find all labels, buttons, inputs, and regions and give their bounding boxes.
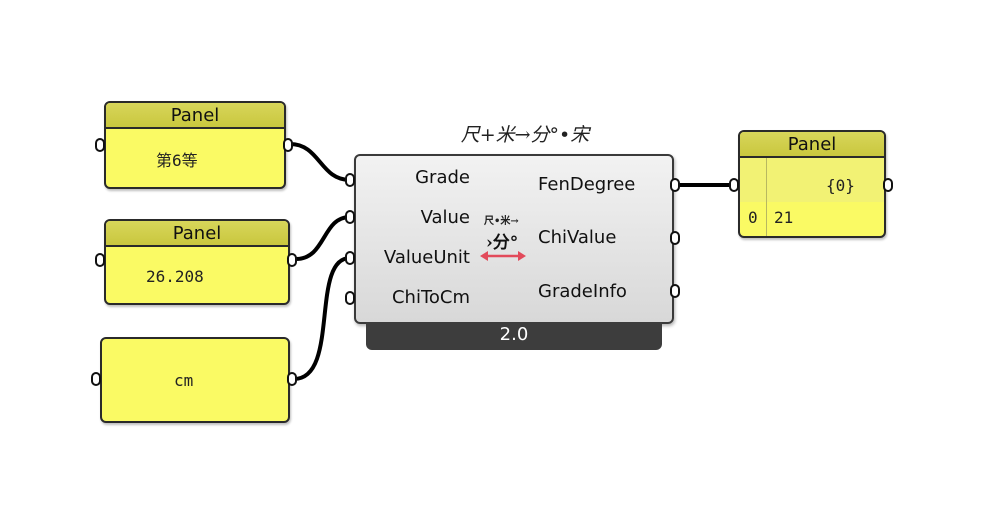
panel-text[interactable]: 第6等 [156,151,198,170]
panel-output-grip[interactable] [883,178,893,192]
panel-input-grip[interactable] [91,372,101,386]
input-port-value[interactable]: Value [420,207,470,228]
input-port-chitocm[interactable]: ChiToCm [391,287,470,308]
panel-header: Panel [740,132,884,158]
component-icon: 尺•米→ ›分° [478,212,530,266]
index-column-divider [766,158,767,236]
input-grip-value[interactable] [345,210,355,224]
input-port-valueunit[interactable]: ValueUnit [383,247,470,268]
output-port-chivalue[interactable]: ChiValue [538,227,617,248]
icon-text-top: 尺•米→ [484,216,519,227]
item-index: 0 [748,208,758,227]
output-grip-gradeinfo[interactable] [670,284,680,298]
data-path: {0} [826,176,855,195]
panel-output-grip[interactable] [287,253,297,267]
component-title: 尺+米→分°•宋 [460,124,590,146]
conversion-component[interactable] [354,154,674,324]
item-value[interactable]: 21 [774,208,794,227]
icon-text-mid: ›分° [486,233,519,253]
input-port-grade[interactable]: Grade [415,167,470,188]
double-arrow-icon [480,251,526,261]
panel-data-area [740,158,884,202]
output-port-fendegree[interactable]: FenDegree [538,174,636,195]
wire-value[interactable] [294,215,352,261]
panel-input-grip[interactable] [95,138,105,152]
input-grip-valueunit[interactable] [345,251,355,265]
panel-grade[interactable]: Panel 第6等 [104,101,286,189]
panel-output-grip[interactable] [283,138,293,152]
output-grip-fendegree[interactable] [670,178,680,192]
panel-input-grip[interactable] [95,253,105,267]
panel-output-grip[interactable] [287,372,297,386]
wire-grade[interactable] [288,142,352,182]
panel-output[interactable]: Panel {0} 0 21 [738,130,886,238]
output-grip-chivalue[interactable] [670,231,680,245]
input-grip-chitocm[interactable] [345,291,355,305]
panel-text[interactable]: 26.208 [146,267,204,286]
panel-header: Panel [106,221,288,247]
panel-value[interactable]: Panel 26.208 [104,219,290,305]
wire-valueunit[interactable] [292,256,352,381]
input-grip-grade[interactable] [345,173,355,187]
component-version: 2.0 [366,322,662,350]
output-port-gradeinfo[interactable]: GradeInfo [538,281,627,302]
panel-header: Panel [106,103,284,129]
panel-text[interactable]: cm [174,371,194,390]
panel-input-grip[interactable] [729,178,739,192]
panel-unit[interactable]: cm [100,337,290,423]
